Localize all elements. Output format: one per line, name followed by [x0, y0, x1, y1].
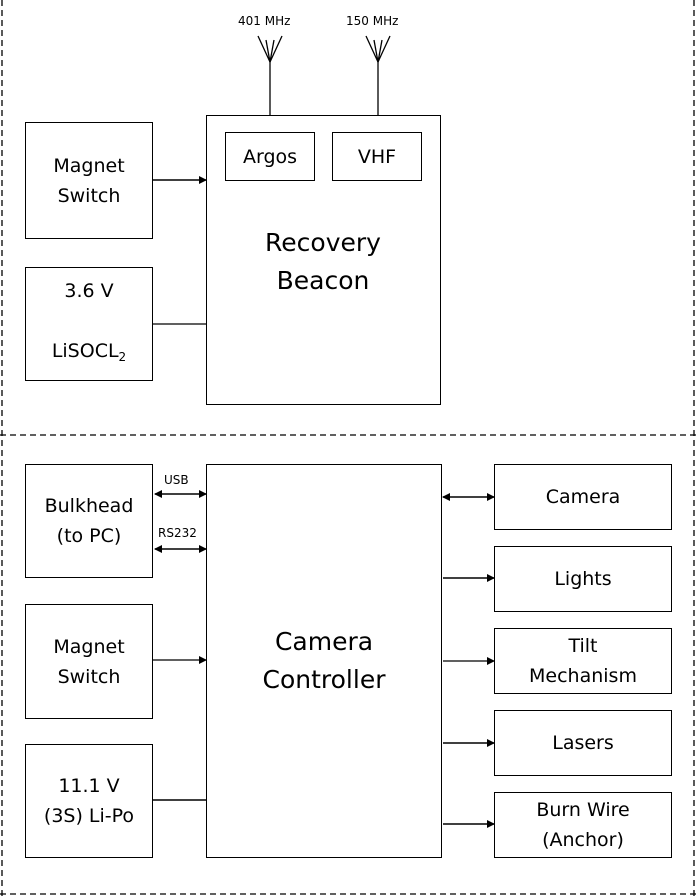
magnet-switch-box: Magnet Switch [25, 122, 153, 239]
camera-box: Camera [494, 464, 672, 530]
lipo-battery-box: 11.1 V (3S) Li-Po [25, 744, 153, 858]
antenna-label-401: 401 MHz [238, 14, 291, 28]
lasers-label: Lasers [552, 732, 614, 754]
usb-label: USB [164, 473, 189, 487]
lasers-box: Lasers [494, 710, 672, 776]
bulkhead-box: Bulkhead (to PC) [25, 464, 153, 578]
battery-chemistry-main: LiSOCL [51, 340, 119, 362]
recovery-beacon-label: Recovery Beacon [265, 228, 381, 295]
burn-wire-box: Burn Wire (Anchor) [494, 792, 672, 858]
battery-chemistry: LiSOCL2 [52, 336, 126, 372]
camera-label: Camera [545, 486, 621, 508]
argos-label: Argos [242, 145, 298, 168]
camera-magnet-switch-label: Magnet Switch [53, 635, 125, 688]
lights-box: Lights [494, 546, 672, 612]
tilt-mechanism-label: Tilt Mechanism [529, 635, 637, 687]
vhf-box: VHF [332, 132, 422, 181]
antenna-icon [257, 35, 283, 115]
burn-wire-label: Burn Wire (Anchor) [536, 799, 630, 851]
battery-chemistry-subscript: 2 [118, 350, 127, 364]
rs232-label: RS232 [158, 526, 197, 540]
antenna-icon [365, 35, 391, 115]
bulkhead-label: Bulkhead (to PC) [44, 495, 134, 547]
antenna-label-150: 150 MHz [346, 14, 399, 28]
magnet-switch-label: Magnet Switch [53, 154, 125, 207]
camera-controller-box: Camera Controller [206, 464, 442, 858]
tilt-mechanism-box: Tilt Mechanism [494, 628, 672, 694]
vhf-label: VHF [357, 145, 397, 168]
battery-box: 3.6 V LiSOCL2 [25, 267, 153, 381]
battery-label: 3.6 V LiSOCL2 [52, 246, 126, 402]
battery-voltage: 3.6 V [64, 280, 114, 302]
recovery-beacon-box: Argos VHF Recovery Beacon [206, 115, 441, 405]
argos-box: Argos [225, 132, 315, 181]
lights-label: Lights [554, 568, 612, 590]
lipo-battery-label: 11.1 V (3S) Li-Po [43, 775, 135, 827]
camera-magnet-switch-box: Magnet Switch [25, 604, 153, 719]
camera-controller-label: Camera Controller [262, 627, 386, 694]
